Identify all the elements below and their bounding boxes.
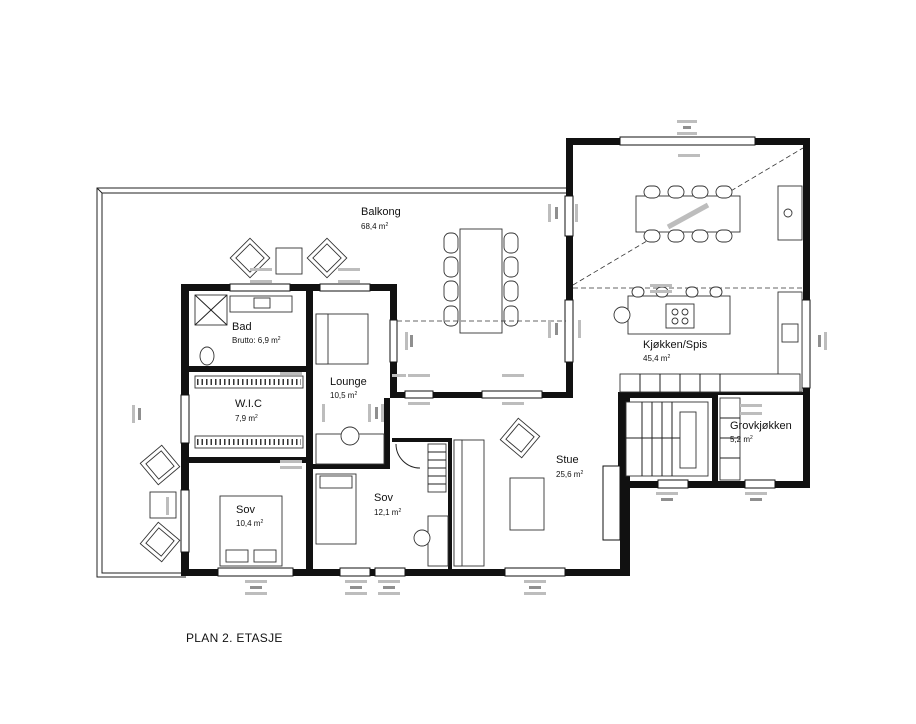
room-labels: Balkong 68,4 m2 Kjøkken/Spis 45,4 m2 Bad…	[232, 206, 792, 528]
room-wic: W.I.C 7,9 m2	[235, 398, 262, 423]
room-name: Sov	[236, 504, 255, 516]
room-area: 7,9 m2	[235, 414, 258, 423]
window-markers	[132, 120, 827, 595]
windows	[180, 136, 811, 577]
room-name: Bad	[232, 321, 252, 333]
room-sov-2: Sov 12,1 m2	[374, 492, 401, 517]
room-bad: Bad Brutto: 6,9 m2	[232, 321, 281, 345]
balcony-outline	[96, 187, 568, 578]
room-name: Lounge	[330, 376, 367, 388]
living-furniture	[453, 417, 545, 567]
room-name: Kjøkken/Spis	[643, 339, 708, 351]
room-area: 68,4 m2	[361, 222, 388, 231]
balcony-furniture	[139, 228, 566, 563]
kitchen-furniture	[572, 147, 804, 393]
room-area: 25,6 m2	[556, 470, 583, 479]
lounge-furniture	[315, 313, 385, 465]
room-area: 5,2 m2	[730, 435, 753, 444]
room-balkong: Balkong 68,4 m2	[361, 206, 401, 231]
bedroom-furniture	[219, 443, 449, 567]
room-name: W.I.C	[235, 398, 262, 410]
room-name: Stue	[556, 454, 579, 466]
room-area: 10,5 m2	[330, 391, 357, 400]
wic-racks	[194, 375, 304, 449]
room-name: Grovkjøkken	[730, 420, 792, 432]
room-area: 10,4 m2	[236, 519, 263, 528]
room-name: Sov	[374, 492, 393, 504]
room-lounge: Lounge 10,5 m2	[330, 376, 367, 400]
room-area: 45,4 m2	[643, 354, 670, 363]
room-stue: Stue 25,6 m2	[556, 454, 583, 479]
room-kjokken: Kjøkken/Spis 45,4 m2	[643, 339, 708, 363]
room-area: 12,1 m2	[374, 508, 401, 517]
plan-title: PLAN 2. ETASJE	[186, 631, 283, 645]
bathroom-fixtures	[194, 294, 293, 366]
room-sov-1: Sov 10,4 m2	[236, 504, 263, 528]
room-grovkjokken: Grovkjøkken 5,2 m2	[730, 420, 792, 444]
staircase	[625, 397, 741, 481]
room-area: Brutto: 6,9 m2	[232, 336, 281, 345]
room-name: Balkong	[361, 206, 401, 218]
